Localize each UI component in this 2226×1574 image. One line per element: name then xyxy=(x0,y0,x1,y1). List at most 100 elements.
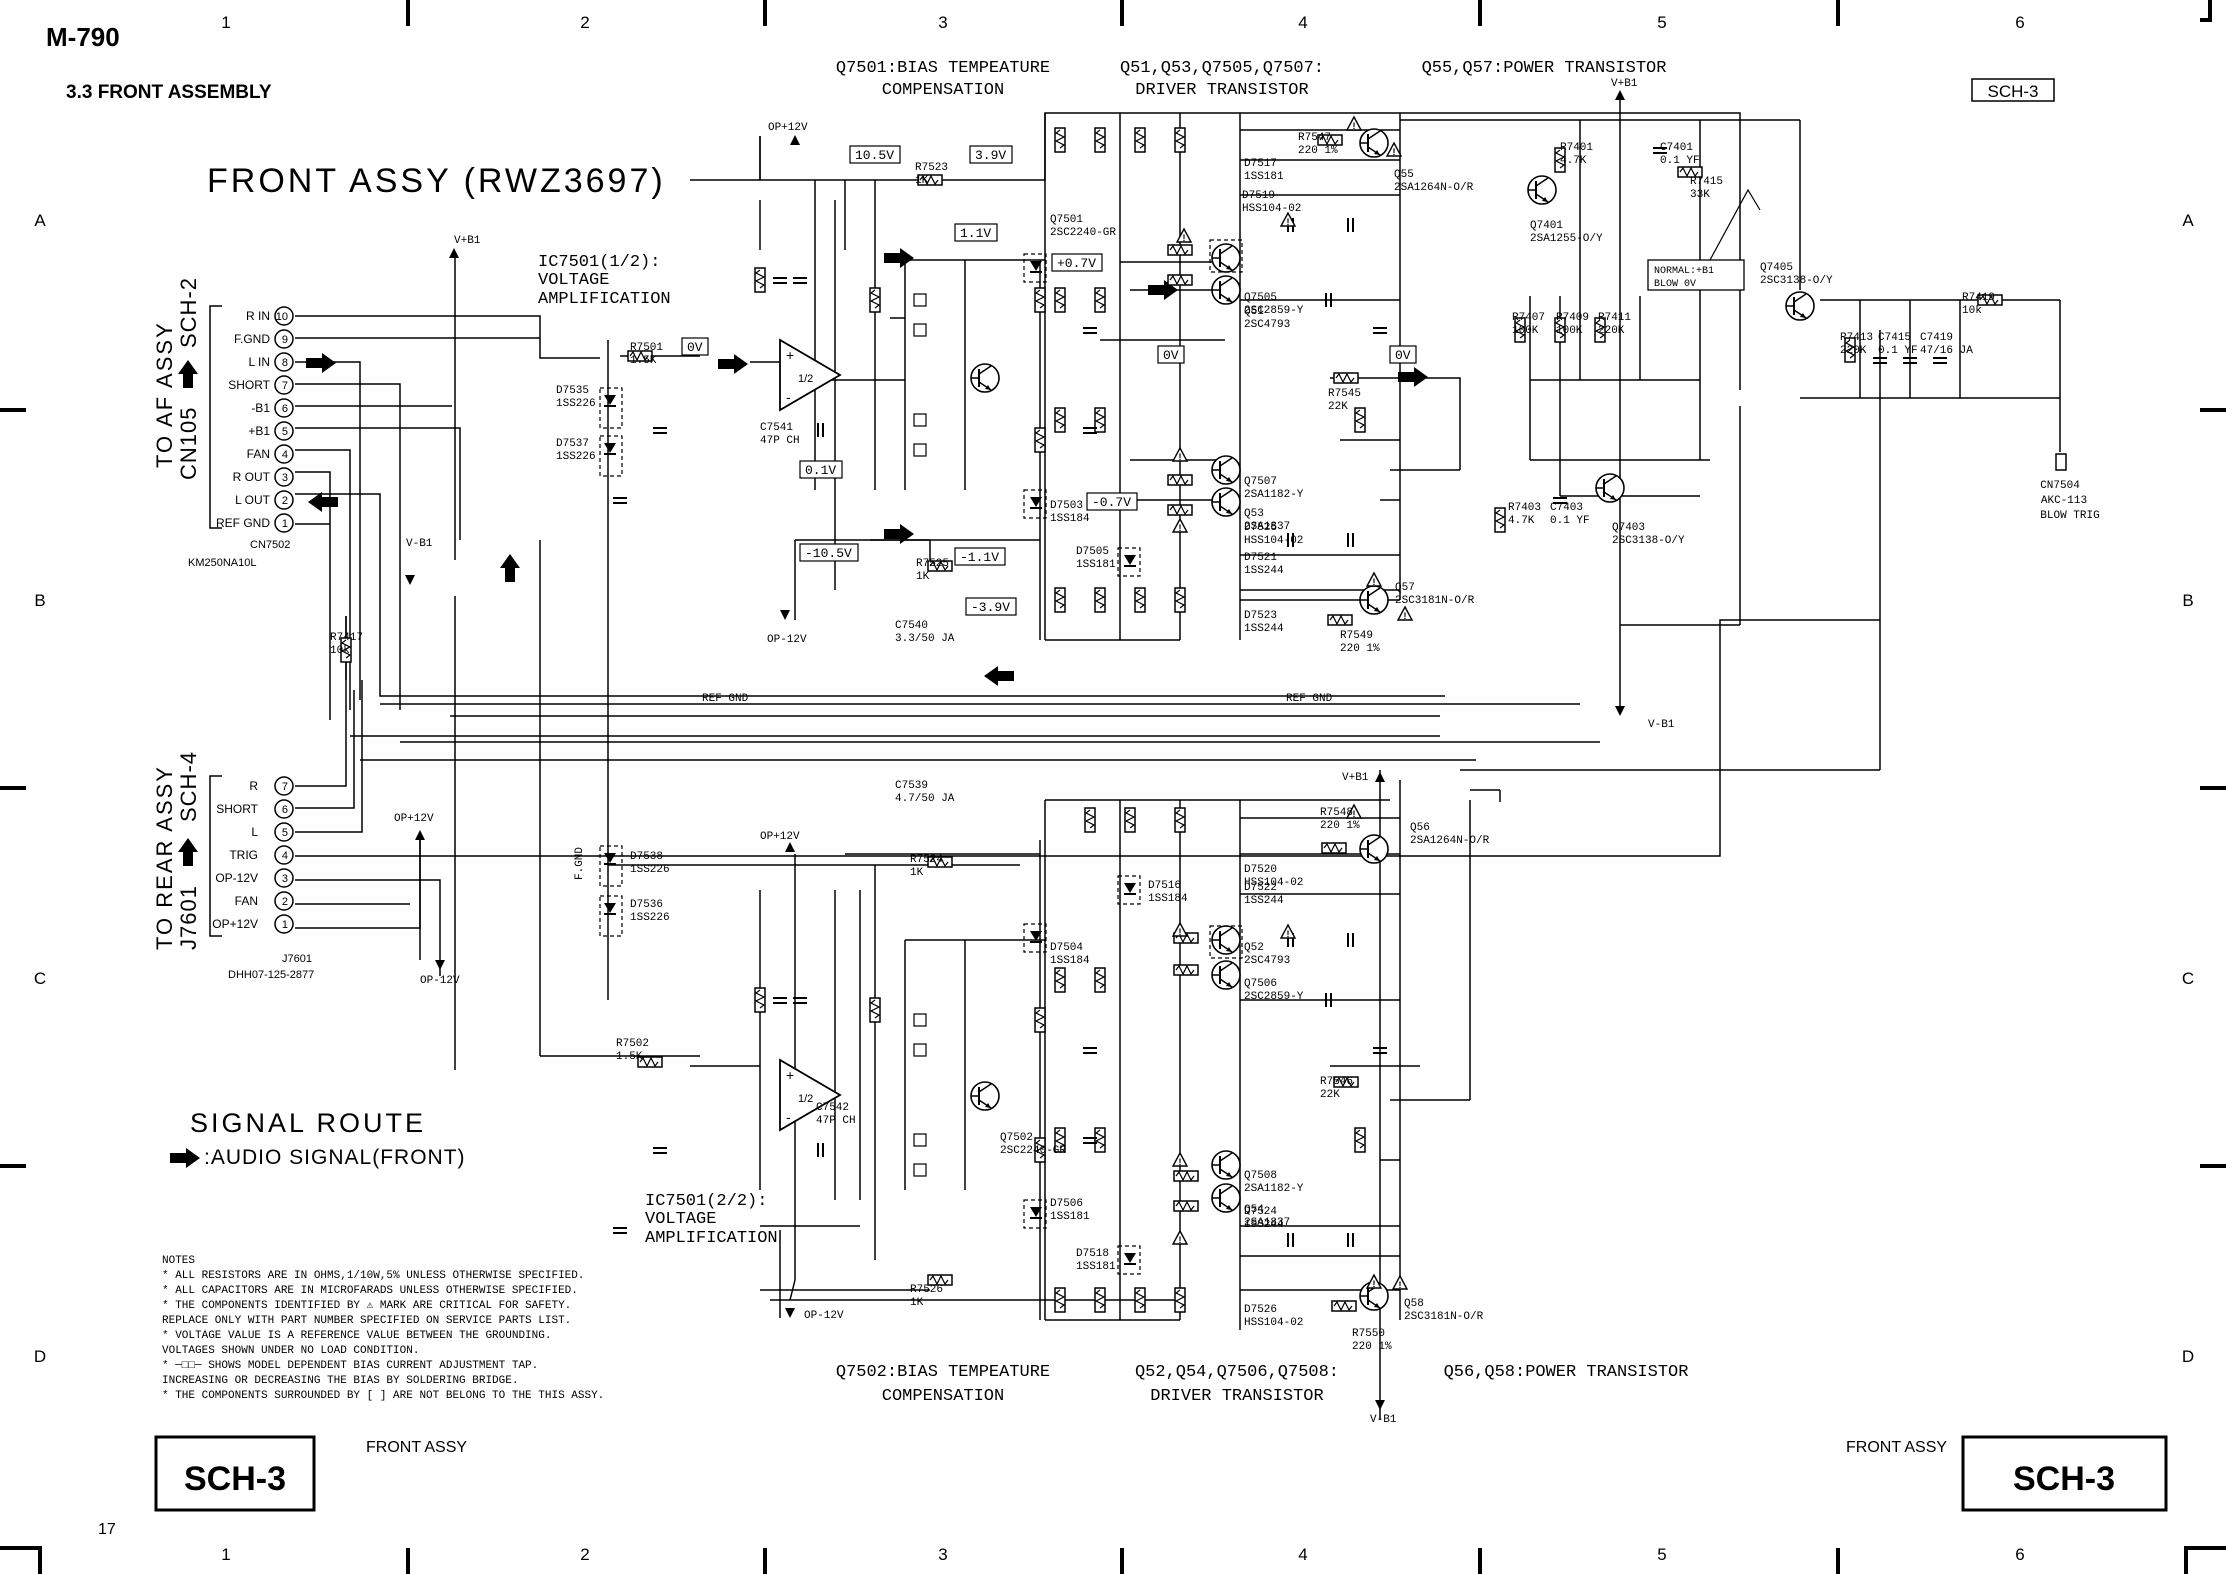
cn7504-note: BLOW TRIG xyxy=(2040,510,2099,522)
part-ref: D7526 xyxy=(1244,1304,1277,1316)
rear-pin-number: 1 xyxy=(282,919,288,931)
resistor-icon xyxy=(1094,1127,1106,1153)
ic-bottom-label-c: AMPLIFICATION xyxy=(645,1229,778,1248)
cn7504-ref: CN7504 xyxy=(2040,480,2080,492)
part-value: 2SA1182-Y xyxy=(1244,1183,1304,1195)
capacitor-icon xyxy=(1347,217,1354,233)
ic-bottom-label-b: VOLTAGE xyxy=(645,1210,716,1229)
col-label: 1 xyxy=(221,1545,230,1564)
col-label: 4 xyxy=(1298,1545,1307,1564)
part-value: 2SC2859-Y xyxy=(1244,305,1304,317)
transistor-q54 xyxy=(1211,1183,1241,1213)
op-neg-label-2: OP-12V xyxy=(804,1310,844,1322)
safety-warning-icon xyxy=(1280,924,1296,940)
opamp-plus: + xyxy=(786,1067,794,1083)
diode-icon xyxy=(603,442,617,455)
part-value: 1SS184 xyxy=(1050,513,1090,525)
rear-connector-sch: SCH-4 xyxy=(176,751,201,822)
part-value: 1SS184 xyxy=(1148,893,1188,905)
opamp-minus: - xyxy=(786,1109,791,1125)
rear-connector-model: DHH07-125-2877 xyxy=(228,969,314,981)
part-ref: D7520 xyxy=(1244,864,1277,876)
part-value: 10k xyxy=(1962,305,1982,317)
bias-tap-icon xyxy=(913,323,927,337)
note-line: NOTES xyxy=(162,1255,195,1267)
part-ref: D7535 xyxy=(556,385,589,397)
resistor-icon xyxy=(1354,407,1366,433)
capacitor-icon xyxy=(1347,932,1354,948)
row-label: D xyxy=(2182,1347,2194,1366)
voltage-box xyxy=(965,597,1017,616)
af-connector-label: TO AF ASSY xyxy=(152,321,177,468)
safety-warning-icon xyxy=(1172,922,1188,938)
af-pin-name: REF GND xyxy=(216,516,270,530)
vb1-neg-label: V-B1 xyxy=(406,538,433,550)
part-value: 2SC2859-Y xyxy=(1244,991,1304,1003)
part-ref: D7505 xyxy=(1076,546,1109,558)
voltage-box xyxy=(954,547,1006,566)
transistor-q7403 xyxy=(1595,473,1625,503)
resistor-icon xyxy=(1167,244,1193,256)
op-neg-label: OP-12V xyxy=(767,634,807,646)
part-value: 47P CH xyxy=(816,1115,856,1127)
safety-warning-icon xyxy=(1366,572,1382,588)
voltage-label: 10.5V xyxy=(855,148,894,163)
transistor-q7506 xyxy=(1211,960,1241,990)
f-gnd-label: F.GND xyxy=(574,847,586,880)
part-ref: D7523 xyxy=(1244,610,1277,622)
part-ref: R7548 xyxy=(1320,807,1353,819)
part-ref: Q7501 xyxy=(1050,214,1083,226)
part-ref: Q7507 xyxy=(1244,476,1277,488)
note-line: * ALL CAPACITORS ARE IN MICROFARADS UNLE… xyxy=(162,1285,578,1297)
part-value: 2SA1837 xyxy=(1244,521,1290,533)
capacitor-icon xyxy=(817,422,824,438)
af-pin-number: 9 xyxy=(282,334,288,346)
part-ref: C7415 xyxy=(1878,332,1911,344)
part-value: 4.7K xyxy=(1560,155,1587,167)
grid-labels: 1 2 3 4 5 6 1 2 3 4 5 6 A B C D A B C D xyxy=(34,13,2194,1564)
af-pin-number: 1 xyxy=(282,518,288,530)
rear-connector-arrow xyxy=(178,838,198,866)
normal-note-line: BLOW 0V xyxy=(1654,279,1696,290)
part-ref: R7413 xyxy=(1840,332,1873,344)
af-connector-sch: SCH-2 xyxy=(176,277,201,348)
bias-tap-icon xyxy=(913,1043,927,1057)
col-label: 2 xyxy=(580,1545,589,1564)
not-in-assy-outline xyxy=(1023,253,1047,283)
part-ref: D7521 xyxy=(1244,552,1277,564)
voltage-box xyxy=(681,337,709,356)
bias-tap-icon xyxy=(913,1163,927,1177)
part-value: 1SS226 xyxy=(630,864,670,876)
part-ref: Q57 xyxy=(1395,582,1415,594)
part-ref: R7549 xyxy=(1340,630,1373,642)
resistor-icon xyxy=(1134,1287,1146,1313)
part-value: 47/16 JA xyxy=(1920,345,1973,357)
not-in-assy-outline xyxy=(599,845,623,887)
capacitor-icon xyxy=(612,1227,628,1234)
q7502-title-b: COMPENSATION xyxy=(882,1387,1004,1406)
part-ref: D7506 xyxy=(1050,1198,1083,1210)
part-ref: Q7403 xyxy=(1612,522,1645,534)
transistor-q53 xyxy=(1211,487,1241,517)
opamp-unit: 1/2 xyxy=(798,373,813,385)
resistor-icon xyxy=(869,997,881,1023)
part-ref: D7517 xyxy=(1244,158,1277,170)
safety-warning-icon xyxy=(1176,228,1192,244)
ic-top-label-b: VOLTAGE xyxy=(538,271,609,290)
safety-warning-icon xyxy=(1172,1152,1188,1168)
ic-top-label: IC7501(1/2): xyxy=(538,253,660,272)
signal-arrow xyxy=(306,353,336,373)
af-connector-model: KM250NA10L xyxy=(188,557,257,569)
part-ref: C7541 xyxy=(760,422,793,434)
part-value: 4.7K xyxy=(1508,515,1535,527)
rear-pin-number: 4 xyxy=(282,850,288,862)
part-value: 1SS244 xyxy=(1244,1219,1284,1231)
voltage-label: 1.1V xyxy=(960,226,991,241)
rear-connector-ref: J7601 xyxy=(176,885,201,950)
part-value: 1SS184 xyxy=(1050,955,1090,967)
opamp-minus: - xyxy=(786,389,791,405)
note-line: INCREASING OR DECREASING THE BIAS BY SOL… xyxy=(162,1375,518,1387)
vb1-neg-label-2: V-B1 xyxy=(1648,719,1675,731)
rear-pin-number: 2 xyxy=(282,896,288,908)
